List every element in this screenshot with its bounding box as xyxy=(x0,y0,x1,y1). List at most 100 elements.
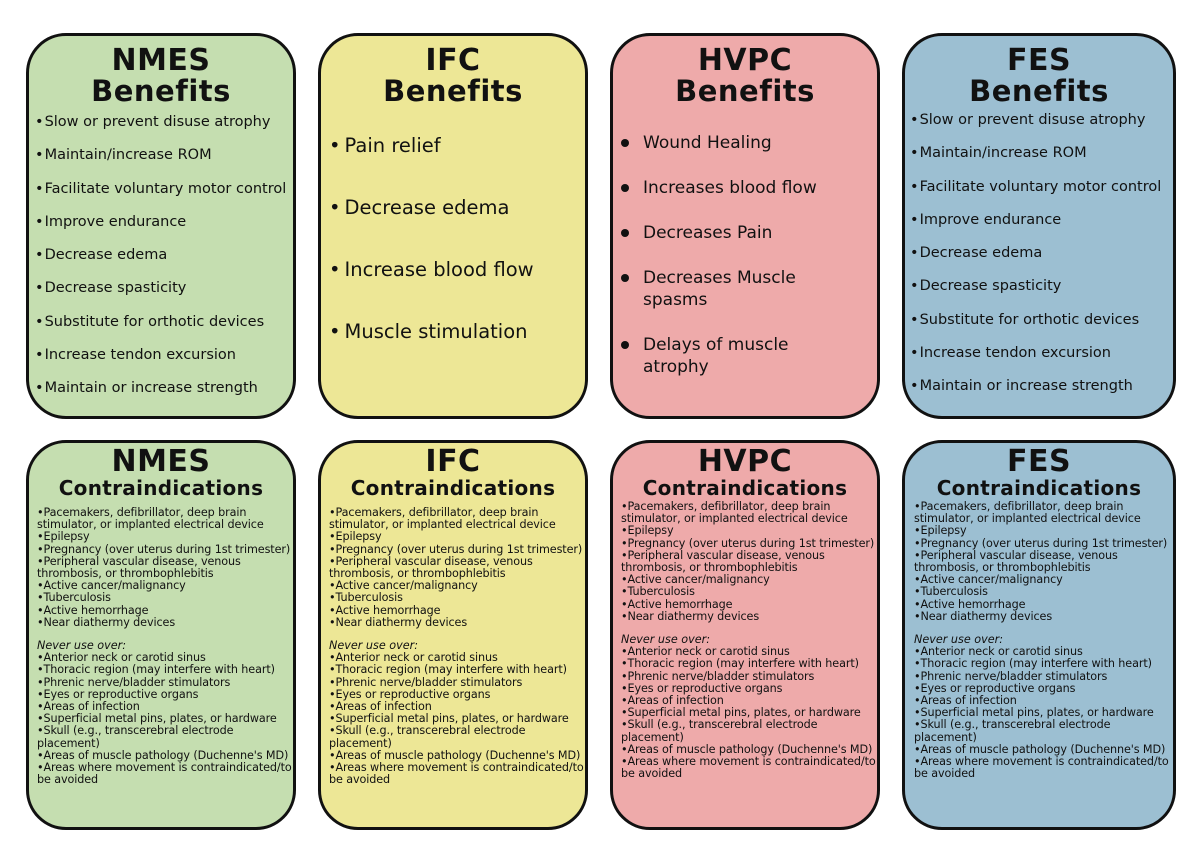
list-item: Epilepsy xyxy=(914,525,1173,537)
list-item: Areas of muscle pathology (Duchenne's MD… xyxy=(914,743,1173,756)
list-item: Areas where movement is contraindicated/… xyxy=(329,761,585,786)
list-item: Epilepsy xyxy=(329,531,585,543)
ifc-contraindications-card: IFC Contraindications Pacemakers, defibr… xyxy=(318,440,588,830)
fes-contraindications-subtitle: Contraindications xyxy=(936,476,1142,500)
never-use-label: Never use over: xyxy=(621,633,710,647)
nmes-benefits-subtitle: Benefits xyxy=(91,74,231,108)
list-item: Decrease edema xyxy=(329,196,585,220)
list-item: Phrenic nerve/bladder stimulators xyxy=(37,676,293,689)
list-item: Pacemakers, defibrillator, deep brain st… xyxy=(914,500,1173,525)
list-item: Increases blood flow xyxy=(615,177,845,199)
list-item: Pacemakers, defibrillator, deep brain st… xyxy=(621,500,877,525)
list-item: Tuberculosis xyxy=(329,592,585,604)
list-item: Skull (e.g., transcerebral electrode pla… xyxy=(914,719,1173,744)
list-item: Peripheral vascular disease, venous thro… xyxy=(621,549,877,574)
ifc-benefits-card: IFC Benefits Pain relief Decrease edema … xyxy=(318,33,588,419)
ifc-never-use-list: Anterior neck or carotid sinus Thoracic … xyxy=(329,652,585,786)
list-item: Delays of muscle atrophy xyxy=(615,334,845,378)
fes-benefits-title: FES xyxy=(1006,43,1072,78)
list-item: Peripheral vascular disease, venous thro… xyxy=(329,555,585,580)
list-item: Decrease edema xyxy=(910,237,1173,270)
list-item: Areas of infection xyxy=(37,700,293,713)
fes-contraindications-title: FES xyxy=(1006,444,1072,479)
hvpc-benefits-title: HVPC xyxy=(697,43,793,78)
list-item: Facilitate voluntary motor control xyxy=(35,173,293,206)
list-item: Eyes or reproductive organs xyxy=(914,682,1173,695)
hvpc-contraindications-title: HVPC xyxy=(697,444,793,479)
list-item: Active hemorrhage xyxy=(914,598,1173,611)
ifc-benefits-list: Pain relief Decrease edema Increase bloo… xyxy=(329,134,585,382)
list-item: Active cancer/malignancy xyxy=(37,580,293,592)
list-item: Increase blood flow xyxy=(329,258,585,282)
list-item: Decrease spasticity xyxy=(35,272,293,305)
list-item: Increase tendon excursion xyxy=(910,337,1173,370)
list-item: Decreases Muscle spasms xyxy=(615,267,845,311)
list-item: Peripheral vascular disease, venous thro… xyxy=(914,549,1173,574)
list-item: Skull (e.g., transcerebral electrode pla… xyxy=(37,725,293,750)
list-item: Skull (e.g., transcerebral electrode pla… xyxy=(621,719,877,744)
hvpc-contraindications-list: Pacemakers, defibrillator, deep brain st… xyxy=(621,500,877,623)
hvpc-contraindications-card: HVPC Contraindications Pacemakers, defib… xyxy=(610,440,880,830)
nmes-benefits-card: NMES Benefits Slow or prevent disuse atr… xyxy=(26,33,296,419)
list-item: Near diathermy devices xyxy=(914,610,1173,623)
list-item: Pain relief xyxy=(329,134,585,158)
list-item: Maintain/increase ROM xyxy=(35,139,293,172)
fes-benefits-list: Slow or prevent disuse atrophy Maintain/… xyxy=(910,104,1173,404)
nmes-contraindications-subtitle: Contraindications xyxy=(58,476,264,500)
ifc-contraindications-title: IFC xyxy=(425,444,481,479)
list-item: Wound Healing xyxy=(615,132,845,154)
list-item: Improve endurance xyxy=(35,206,293,239)
fes-contraindications-card: FES Contraindications Pacemakers, defibr… xyxy=(902,440,1176,830)
list-item: Pregnancy (over uterus during 1st trimes… xyxy=(621,537,877,550)
fes-benefits-card: FES Benefits Slow or prevent disuse atro… xyxy=(902,33,1176,419)
list-item: Active cancer/malignancy xyxy=(329,580,585,592)
hvpc-benefits-subtitle: Benefits xyxy=(675,74,815,108)
list-item: Areas of muscle pathology (Duchenne's MD… xyxy=(621,743,877,756)
list-item: Thoracic region (may interfere with hear… xyxy=(37,664,293,676)
list-item: Near diathermy devices xyxy=(37,616,293,629)
ifc-contraindications-list: Pacemakers, defibrillator, deep brain st… xyxy=(329,506,585,629)
list-item: Anterior neck or carotid sinus xyxy=(914,646,1173,658)
list-item: Near diathermy devices xyxy=(621,610,877,623)
list-item: Thoracic region (may interfere with hear… xyxy=(621,658,877,670)
list-item: Superficial metal pins, plates, or hardw… xyxy=(621,707,877,719)
list-item: Active hemorrhage xyxy=(329,604,585,617)
list-item: Anterior neck or carotid sinus xyxy=(37,652,293,664)
ifc-benefits-subtitle: Benefits xyxy=(383,74,523,108)
fes-never-use-list: Anterior neck or carotid sinus Thoracic … xyxy=(914,646,1173,780)
list-item: Active cancer/malignancy xyxy=(621,574,877,586)
ifc-benefits-title: IFC xyxy=(425,43,481,78)
list-item: Areas where movement is contraindicated/… xyxy=(914,755,1173,780)
list-item: Active cancer/malignancy xyxy=(914,574,1173,586)
list-item: Eyes or reproductive organs xyxy=(329,688,585,701)
list-item: Maintain or increase strength xyxy=(910,370,1173,403)
ifc-contraindications-subtitle: Contraindications xyxy=(350,476,556,500)
list-item: Active hemorrhage xyxy=(621,598,877,611)
list-item: Tuberculosis xyxy=(914,586,1173,598)
list-item: Anterior neck or carotid sinus xyxy=(329,652,585,664)
list-item: Tuberculosis xyxy=(37,592,293,604)
nmes-benefits-title: NMES xyxy=(111,43,211,78)
list-item: Pregnancy (over uterus during 1st trimes… xyxy=(914,537,1173,550)
list-item: Epilepsy xyxy=(37,531,293,543)
list-item: Slow or prevent disuse atrophy xyxy=(910,104,1173,137)
list-item: Phrenic nerve/bladder stimulators xyxy=(914,670,1173,683)
hvpc-benefits-list: Wound Healing Increases blood flow Decre… xyxy=(615,132,845,401)
list-item: Near diathermy devices xyxy=(329,616,585,629)
list-item: Skull (e.g., transcerebral electrode pla… xyxy=(329,725,585,750)
hvpc-contraindications-subtitle: Contraindications xyxy=(642,476,848,500)
list-item: Phrenic nerve/bladder stimulators xyxy=(329,676,585,689)
list-item: Eyes or reproductive organs xyxy=(37,688,293,701)
list-item: Areas where movement is contraindicated/… xyxy=(37,761,293,786)
hvpc-never-use-list: Anterior neck or carotid sinus Thoracic … xyxy=(621,646,877,780)
list-item: Eyes or reproductive organs xyxy=(621,682,877,695)
list-item: Areas of muscle pathology (Duchenne's MD… xyxy=(37,749,293,762)
nmes-contraindications-title: NMES xyxy=(111,444,211,479)
list-item: Substitute for orthotic devices xyxy=(910,304,1173,337)
list-item: Pacemakers, defibrillator, deep brain st… xyxy=(329,506,585,531)
never-use-label: Never use over: xyxy=(37,639,126,653)
list-item: Pacemakers, defibrillator, deep brain st… xyxy=(37,506,293,531)
nmes-contraindications-list: Pacemakers, defibrillator, deep brain st… xyxy=(37,506,293,629)
fes-benefits-subtitle: Benefits xyxy=(969,74,1109,108)
list-item: Maintain/increase ROM xyxy=(910,137,1173,170)
